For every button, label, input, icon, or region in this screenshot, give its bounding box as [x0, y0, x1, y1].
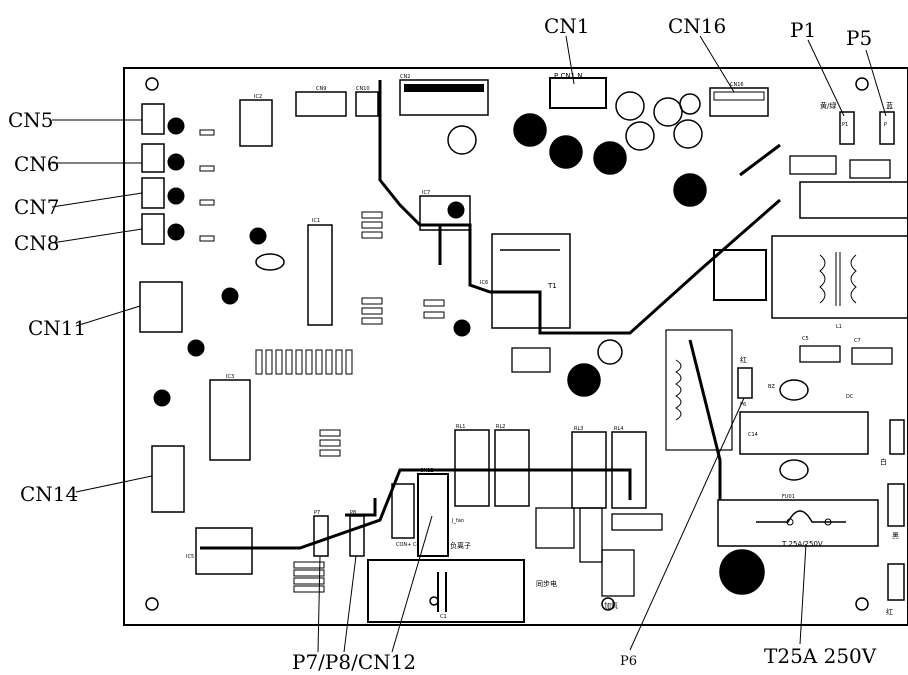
cn10-connector: CN10	[355, 86, 379, 117]
svg-text:IC3: IC3	[226, 374, 234, 380]
fuse-holder: T 25A/250V FU01	[717, 494, 879, 548]
svg-text:T 25A/250V: T 25A/250V	[781, 540, 823, 548]
svg-text:加氧: 加氧	[604, 601, 618, 610]
svg-text:P8: P8	[350, 510, 356, 516]
svg-text:同步电: 同步电	[536, 579, 557, 588]
svg-text:BZ: BZ	[768, 384, 775, 390]
ic-packages	[195, 99, 471, 575]
svg-text:J_fan: J_fan	[451, 518, 464, 524]
svg-text:黄/绿: 黄/绿	[820, 101, 836, 110]
svg-text:C7: C7	[854, 338, 861, 344]
svg-text:白: 白	[880, 457, 887, 466]
callout-p5: P5	[846, 26, 873, 50]
svg-text:P CN1 N: P CN1 N	[554, 72, 583, 80]
leader-lines	[51, 35, 887, 653]
filter-cap-block	[799, 181, 908, 219]
callout-cn7: CN7	[14, 195, 60, 219]
svg-text:红: 红	[740, 355, 747, 364]
cn1-connector: P CN1 N	[549, 72, 607, 109]
svg-text:RL1: RL1	[456, 424, 465, 430]
transistors	[153, 117, 471, 407]
svg-text:CON+ C-: CON+ C-	[396, 542, 418, 548]
callout-p6: P6	[620, 654, 638, 669]
svg-text:RL3: RL3	[574, 426, 583, 432]
callout-fuse-rating: T25A 250V	[764, 644, 877, 668]
callout-cn5: CN5	[8, 108, 54, 132]
svg-text:P6: P6	[740, 402, 746, 408]
electrolytic-capacitors	[447, 91, 765, 595]
c14-block	[739, 411, 869, 455]
svg-text:黑: 黑	[892, 532, 899, 540]
mounting-holes	[145, 77, 869, 611]
svg-text:红: 红	[886, 607, 893, 616]
svg-text:负离子: 负离子	[450, 541, 471, 550]
thick-traces	[200, 80, 781, 550]
svg-text:IC1: IC1	[312, 218, 320, 224]
cn11-connector	[139, 281, 183, 333]
svg-text:DC: DC	[846, 394, 854, 400]
terminals-right	[737, 111, 905, 601]
svg-text:C5: C5	[802, 336, 809, 342]
svg-text:C1: C1	[440, 614, 447, 620]
film-capacitors	[511, 155, 893, 597]
svg-text:T1: T1	[547, 282, 557, 290]
svg-text:CN12: CN12	[420, 468, 434, 474]
relays	[454, 429, 647, 509]
pcb-outline	[123, 67, 908, 626]
callout-p7-p8-cn12: P7/P8/CN12	[292, 650, 417, 674]
callout-cn6: CN6	[14, 152, 60, 176]
resistor-array	[199, 129, 445, 457]
svg-text:IC6: IC6	[480, 280, 488, 286]
cn12-connector: CN12 CON+ C-	[391, 468, 449, 557]
svg-text:RL4: RL4	[614, 426, 623, 432]
oval-components	[255, 253, 809, 481]
svg-text:RL2: RL2	[496, 424, 505, 430]
svg-text:CN9: CN9	[316, 86, 326, 92]
callout-cn8: CN8	[14, 231, 60, 255]
transformer-t1	[491, 233, 571, 329]
cn16-connector: CN16	[709, 82, 769, 117]
callout-cn11: CN11	[28, 316, 87, 340]
capacitor-c1: C1	[367, 559, 525, 623]
cn9-connector: CN9	[295, 86, 347, 117]
svg-text:P1: P1	[842, 122, 848, 128]
p8-terminal	[349, 515, 365, 557]
svg-text:CN10: CN10	[356, 86, 370, 92]
svg-text:C14: C14	[748, 432, 758, 438]
left-connectors	[141, 103, 165, 245]
p7-terminal	[313, 515, 329, 557]
svg-text:CN16: CN16	[730, 82, 744, 88]
callout-cn1: CN1	[544, 14, 590, 38]
callout-cn14: CN14	[20, 482, 79, 506]
cn2-connector: CN2	[399, 74, 489, 116]
svg-text:IC2: IC2	[254, 94, 262, 100]
svg-text:P: P	[884, 122, 887, 128]
svg-text:L1: L1	[836, 324, 842, 330]
svg-text:IC7: IC7	[422, 190, 430, 196]
cn14-connector	[151, 445, 185, 513]
choke-l1	[771, 235, 908, 319]
svg-text:IC5: IC5	[186, 554, 194, 560]
svg-text:蓝: 蓝	[886, 101, 893, 110]
misc-silkscreen: IC6	[480, 280, 488, 286]
inductor-coil	[675, 359, 682, 421]
callout-p1: P1	[790, 18, 817, 42]
callout-cn16: CN16	[668, 14, 727, 38]
relay-block-right	[713, 249, 767, 301]
svg-text:FU01: FU01	[782, 494, 795, 500]
svg-text:P7: P7	[314, 510, 320, 516]
svg-text:CN2: CN2	[400, 74, 410, 80]
pin-header	[293, 561, 325, 593]
